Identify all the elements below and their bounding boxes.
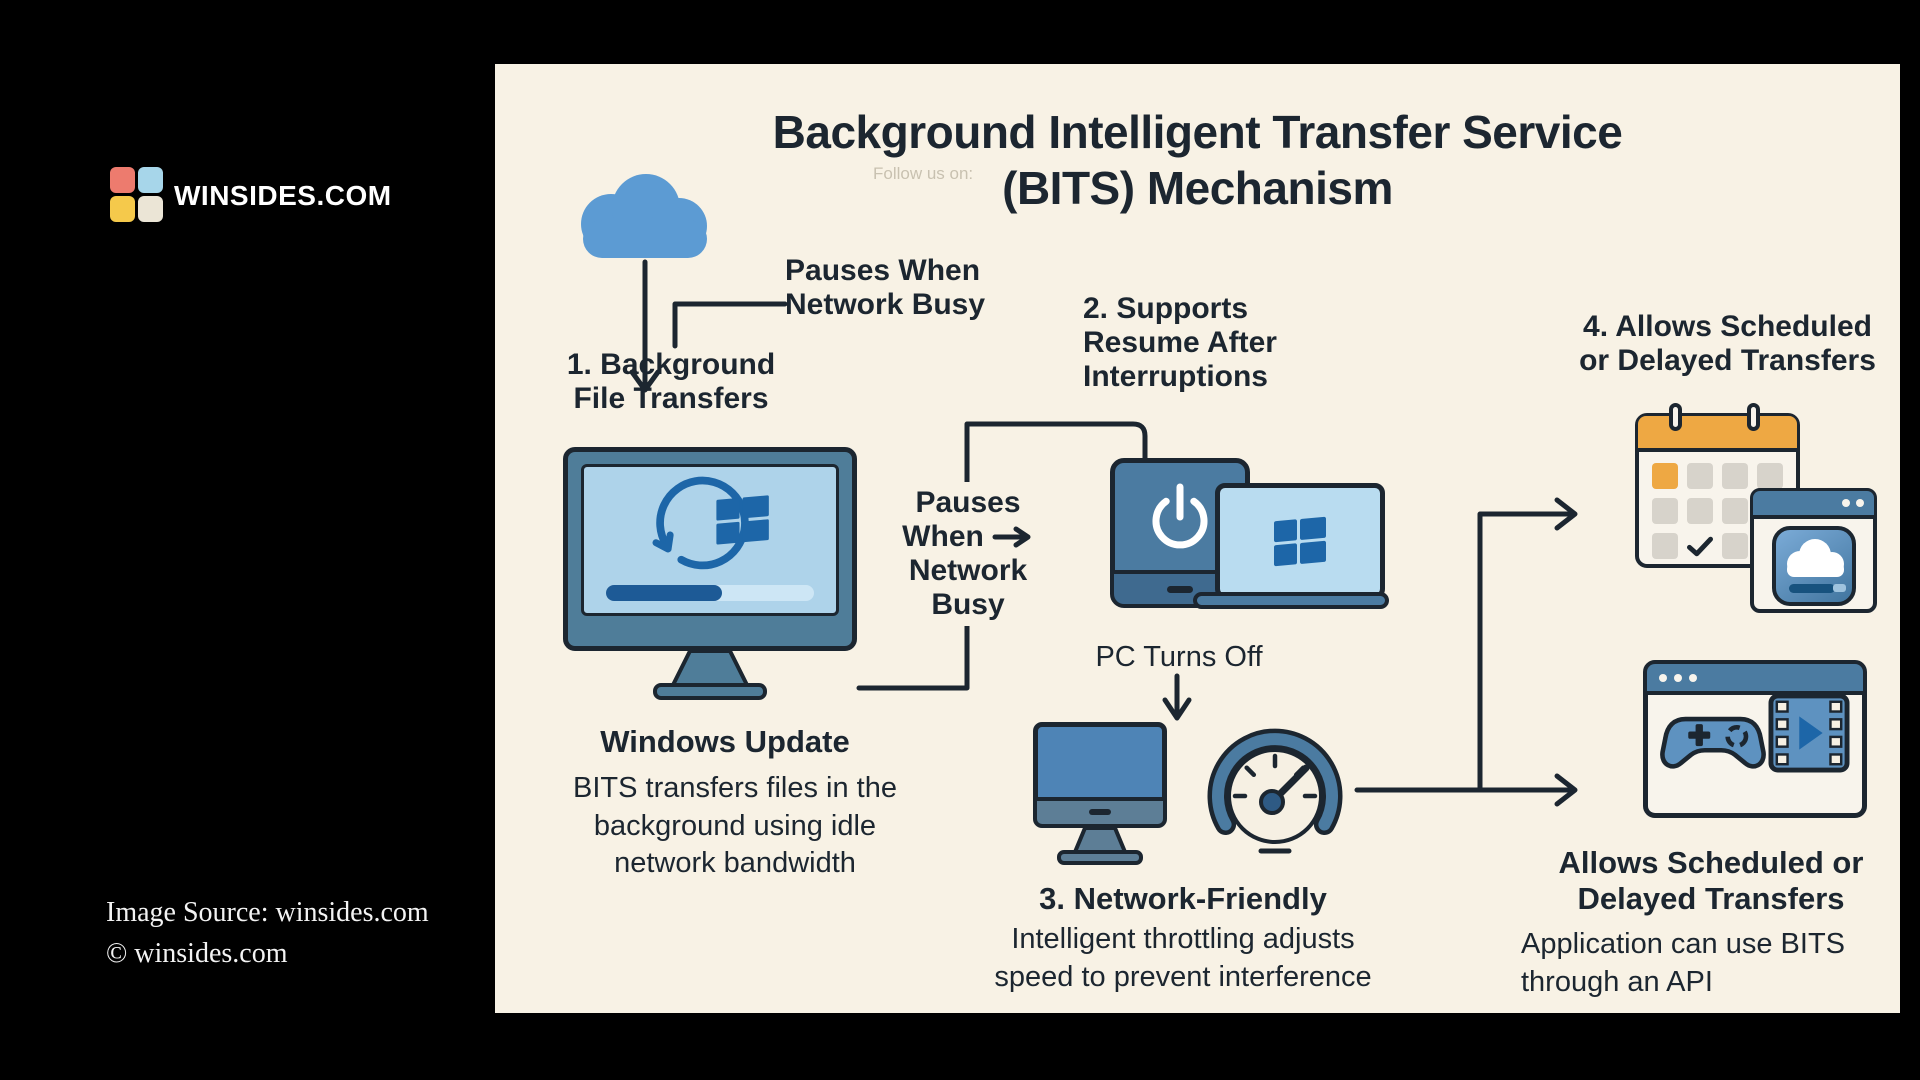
arrow-right-icon bbox=[992, 526, 1031, 548]
update-refresh-windows-icon bbox=[652, 476, 769, 570]
cloud-icon bbox=[581, 174, 707, 258]
step3-step4-connector-top bbox=[1354, 511, 1574, 793]
update-progress-bar bbox=[606, 585, 814, 601]
cloud-download-app-icon bbox=[1771, 526, 1856, 606]
title-line2: (BITS) Mechanism bbox=[1002, 162, 1393, 215]
pause-label-top: Pauses When Network Busy bbox=[785, 254, 986, 321]
desktop-pc-icon bbox=[1033, 722, 1167, 828]
app-media-window-icon bbox=[1643, 660, 1867, 818]
power-icon bbox=[1152, 483, 1208, 549]
step4-heading: Allows Scheduled or Delayed Transfers bbox=[1558, 845, 1864, 916]
step4-label: 4. Allows Scheduled or Delayed Transfers bbox=[1579, 310, 1876, 377]
power-device-slot bbox=[1167, 586, 1193, 593]
monitor-stand bbox=[653, 649, 767, 700]
image-source-text: Image Source: winsides.com bbox=[106, 897, 429, 928]
calendar-header bbox=[1638, 416, 1797, 452]
media-window-titlebar bbox=[1647, 664, 1863, 695]
pc-turns-off-label: PC Turns Off bbox=[1095, 641, 1263, 673]
laptop-icon bbox=[1215, 483, 1385, 599]
laptop-base bbox=[1193, 592, 1389, 609]
speedometer-gauge-icon bbox=[1207, 728, 1343, 854]
film-media-icon bbox=[1768, 693, 1850, 773]
pause-elbow-connector bbox=[672, 301, 788, 349]
app-progress-nub bbox=[1832, 584, 1846, 592]
calendar-ring bbox=[1669, 403, 1682, 431]
cloud-glyph bbox=[1786, 539, 1844, 577]
checkmark-icon bbox=[1687, 533, 1713, 559]
logo-square-yellow bbox=[110, 196, 135, 222]
watermark-text: Follow us on: bbox=[873, 164, 974, 183]
update-progress-fill bbox=[606, 585, 723, 601]
step2-label: 2. Supports Resume After Interruptions bbox=[1083, 292, 1277, 393]
desktop-pc-slot bbox=[1089, 809, 1111, 815]
app-window-titlebar bbox=[1753, 491, 1874, 519]
logo-square-cream bbox=[138, 196, 163, 222]
logo-square-red bbox=[110, 167, 135, 193]
step3-heading: 3. Network-Friendly bbox=[1039, 881, 1327, 916]
step4-description: Application can use BITS through an API bbox=[1521, 928, 1846, 998]
logo-square-blue bbox=[138, 167, 163, 193]
windows-update-monitor-icon bbox=[563, 447, 857, 651]
step1-label: 1. Background File Transfers bbox=[566, 348, 776, 415]
windows-update-description: BITS transfers files in the background u… bbox=[573, 772, 897, 880]
pause-label-mid: Pauses When Network Busy bbox=[892, 482, 1044, 626]
windows-logo bbox=[1274, 516, 1326, 566]
calendar-ring bbox=[1747, 403, 1760, 431]
desktop-pc-stand bbox=[1057, 826, 1143, 865]
title-line1: Background Intelligent Transfer Service bbox=[772, 106, 1623, 158]
windows-update-heading: Windows Update bbox=[600, 724, 850, 759]
app-progress-bar bbox=[1788, 584, 1835, 593]
cloud-app-window-icon bbox=[1750, 488, 1877, 613]
diagram-title: Background Intelligent Transfer Service … bbox=[495, 104, 1900, 216]
brand-name: WINSIDES.COM bbox=[174, 180, 392, 211]
copyright-text: © winsides.com bbox=[106, 938, 288, 969]
calendar-icon bbox=[1635, 403, 1800, 568]
winsides-logo bbox=[110, 167, 165, 224]
window-dots bbox=[1659, 673, 1697, 682]
game-controller-icon bbox=[1660, 716, 1766, 769]
step3-description: Intelligent throttling adjusts speed to … bbox=[994, 923, 1372, 993]
infographic-panel: Background Intelligent Transfer Service … bbox=[495, 64, 1900, 1013]
monitor-screen bbox=[581, 464, 839, 616]
window-dots bbox=[1842, 499, 1864, 507]
desktop-pc-chin bbox=[1037, 797, 1163, 824]
